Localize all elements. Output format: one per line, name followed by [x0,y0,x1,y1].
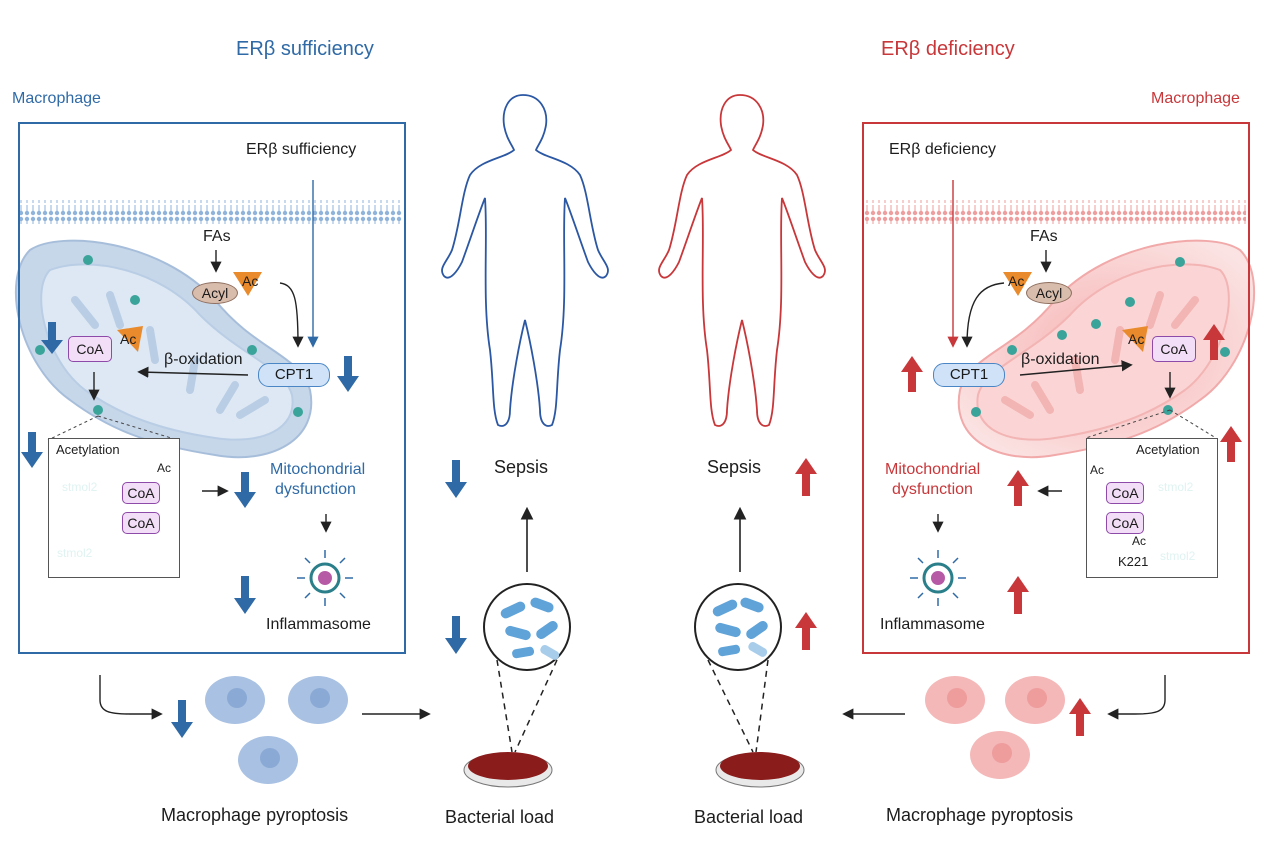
increase-arrows [795,324,1242,736]
inflammasome-right [910,550,966,606]
bacteria-view-right [694,583,782,671]
ac-triangle [1122,326,1148,352]
ac-triangle [233,272,262,296]
coa-right: CoA [1152,336,1196,362]
human-silhouette-right [658,94,826,427]
ac-triangle [117,326,143,352]
pyroptotic-cells-right [925,676,1065,779]
mito-dysfunction-1-left: Mitochondrial [270,461,366,478]
cpt1-left: CPT1 [258,363,330,387]
fas-label-right: FAs [1030,228,1058,245]
ac-label-3-left: Ac [157,461,172,475]
coa-left: CoA [68,336,112,362]
ac-label-2-right: Ac [1128,331,1145,347]
beta-oxidation-left: β-oxidation [164,351,243,368]
pyroptotic-cells-left [205,676,348,784]
acetylation-inset-right [1086,438,1218,578]
inflammasome-label-left: Inflammasome [266,616,371,633]
membrane-left [20,200,402,224]
corner-label-left: Macrophage [12,90,101,107]
stmol2-label-1-left: stmol2 [62,480,98,494]
ac-label-2-left: Ac [120,331,137,347]
k221-label: K221 [1118,554,1149,569]
macrophage-panel-right [862,122,1250,654]
human-silhouette-left [441,94,609,427]
coa-inset-1-left: CoA [122,482,160,504]
title-left: ERβ sufficiency [236,38,374,60]
signal-label-left: ERβ sufficiency [246,141,357,158]
stmol2-label-1-right: stmol2 [1158,480,1194,494]
bacterial-load-right: Bacterial load [694,807,804,827]
beta-oxidation-right: β-oxidation [1021,351,1100,368]
sepsis-left: Sepsis [494,457,549,477]
pyroptosis-label-right: Macrophage pyroptosis [886,805,1074,825]
petri-dish-left [463,752,553,788]
acetylation-label-right: Acetylation [1136,442,1200,457]
acetylation-label-left: Acetylation [56,442,120,457]
ac-triangle [1003,272,1032,296]
ac-label-4-right: Ac [1132,534,1147,548]
mito-dysfunction-2-right: dysfunction [892,481,973,498]
coa-inset-2-right: CoA [1106,512,1144,534]
ac-label-1-right: Ac [1008,273,1025,289]
mito-dysfunction-2-left: dysfunction [275,481,356,498]
ac-label-3-right: Ac [1090,463,1105,477]
stmol2-label-2-left: stmol2 [57,546,93,560]
corner-label-right: Macrophage [1151,90,1240,107]
coa-inset-2-left: CoA [122,512,160,534]
stmol2-label-2-right: stmol2 [1160,549,1196,563]
inflammasome-left [297,550,353,606]
fas-label-left: FAs [203,228,231,245]
petri-dish-right [715,752,805,788]
macrophage-panel-left [18,122,406,654]
mito-dysfunction-1-right: Mitochondrial [885,461,981,478]
bacterial-load-left: Bacterial load [445,807,555,827]
enzyme-dots [35,255,1230,417]
sepsis-right: Sepsis [707,457,762,477]
inflammasome-label-right: Inflammasome [880,616,985,633]
mitochondrion-left [15,239,313,459]
membrane-right [864,200,1246,224]
cpt1-right: CPT1 [933,363,1005,387]
acyl-left: Acyl [192,282,238,304]
acyl-right: Acyl [1026,282,1072,304]
pyroptosis-label-left: Macrophage pyroptosis [161,805,349,825]
ac-label-1-left: Ac [242,273,259,289]
title-right: ERβ deficiency [881,38,1015,60]
acetylation-inset-left [48,438,180,578]
coa-inset-1-right: CoA [1106,482,1144,504]
bacteria-view-left [483,583,571,671]
signal-label-right: ERβ deficiency [889,141,997,158]
decrease-arrows [21,322,467,738]
